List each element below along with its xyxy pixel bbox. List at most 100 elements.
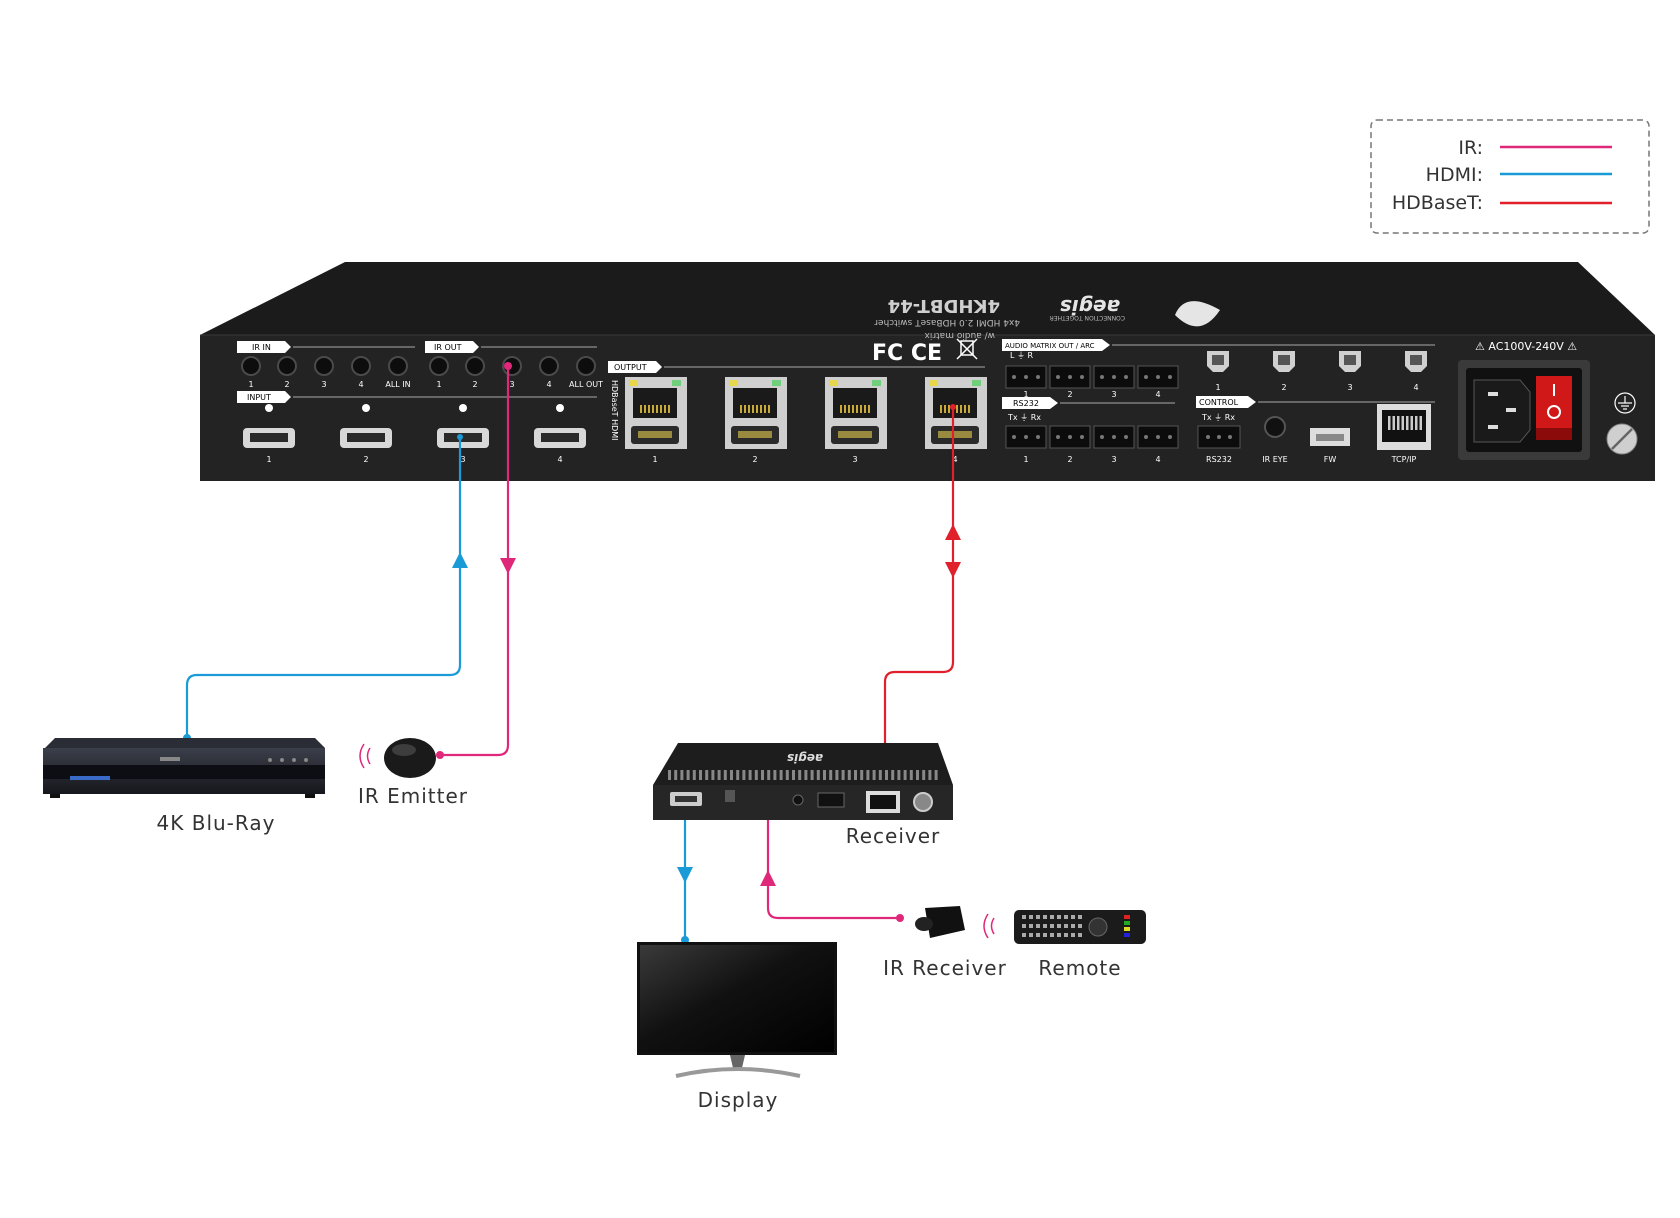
remote-button [1050,933,1054,937]
audio-port-label: 4 [1155,390,1160,399]
display-tv: Display [637,942,837,1112]
output-hdbaset-port[interactable] [633,388,677,418]
optical-port-label: 4 [1413,383,1418,392]
ir-out-port-label: ALL OUT [569,380,603,389]
rs232-label: RS232 [1013,399,1039,408]
remote-button [1078,915,1082,919]
receiver-brand: aegis [787,751,823,765]
remote-button [1022,915,1026,919]
weee-icon [956,338,978,360]
input-label: INPUT [247,393,271,402]
output-port-label: 3 [852,455,857,464]
rs232-txrx-label: Tx ⏚ Rx [1007,413,1041,422]
receiver-body [653,785,953,820]
input-indicator-dot [362,404,370,412]
ir-out-jack[interactable] [429,356,449,376]
hdmi-cable-bluray [185,437,462,738]
ir-emitter: IR Emitter [358,738,467,808]
power-group: ⚠ AC100V-240V ⚠ [1458,340,1638,460]
matrix-subtitle-1: 4x4 HDMI 2.0 HDBaseT switcher [874,317,1020,327]
legend: IR: HDMI: HDBaseT: [1370,119,1650,234]
ir-in-port-label: ALL IN [385,380,410,389]
legend-label-hdmi: HDMI: [1426,164,1483,186]
matrix-tagline: CONNECTION TOGETHER [1050,314,1125,321]
hdbaset-cable-receiver [883,407,955,805]
audio-port-label: 3 [1111,390,1116,399]
rs232-port-label: 1 [1023,455,1028,464]
ir-in-jack[interactable] [388,356,408,376]
display-label: Display [698,1088,779,1112]
matrix-branding: 4KHDBT-44 4x4 HDMI 2.0 HDBaseT switcher … [874,295,1220,340]
ir-out-label: IR OUT [434,343,462,352]
remote-button [1029,933,1033,937]
optical-port-label: 2 [1281,383,1286,392]
remote-control: Remote [1014,910,1146,980]
ir-receiver: IR Receiver [883,906,1007,980]
aegis-logo-icon [1175,301,1220,327]
ir-in-jack[interactable] [314,356,334,376]
remote-button [1071,933,1075,937]
remote-button [1022,933,1026,937]
display-screen [640,945,834,1052]
ir-emitter-body [384,738,436,778]
output-label: OUTPUT [614,363,647,372]
output-hdbaset-port[interactable] [933,388,977,418]
ir-emitter-signal-icon [359,743,371,769]
optical-port-label: 1 [1215,383,1220,392]
matrix-switcher: 4KHDBT-44 4x4 HDMI 2.0 HDBaseT switcher … [200,262,1655,481]
ir-in-port-label: 1 [248,380,253,389]
input-port-label: 4 [557,455,562,464]
audio-port-label: 2 [1067,390,1072,399]
ir-out-jack[interactable] [465,356,485,376]
ir-cable-emitter [440,366,510,757]
remote-button [1057,933,1061,937]
remote-button [1043,933,1047,937]
power-voltage-label: ⚠ AC100V-240V ⚠ [1475,340,1577,353]
power-inlet-socket[interactable] [1473,379,1531,443]
remote-button [1029,924,1033,928]
ir-receiver-label: IR Receiver [883,956,1007,980]
output-port-label: 1 [652,455,657,464]
ir-out-jack[interactable] [539,356,559,376]
remote-button [1057,924,1061,928]
output-hdbaset-port[interactable] [733,388,777,418]
receiver-label: Receiver [846,824,941,848]
remote-button [1043,915,1047,919]
ir-in-port-label: 4 [358,380,363,389]
legend-label-hdbaset: HDBaseT: [1392,192,1483,214]
ir-out-port-label: 4 [546,380,551,389]
input-port-label: 1 [266,455,271,464]
ir-in-jack[interactable] [241,356,261,376]
rs232-port-label: 4 [1155,455,1160,464]
audio-lr-label: L ⏚ R [1010,351,1034,360]
control-port-label: IR EYE [1262,455,1287,464]
remote-button [1036,933,1040,937]
remote-button [1043,924,1047,928]
ir-in-jack[interactable] [351,356,371,376]
output-hdbaset-port[interactable] [833,388,877,418]
audio-port-label: 1 [1023,390,1028,399]
remote-button [1064,933,1068,937]
control-port-label: FW [1324,455,1337,464]
legend-border [1370,119,1650,234]
control-port-label: RS232 [1206,455,1232,464]
matrix-top-panel [200,262,1655,335]
hdbaset-receiver: aegis Receiver [653,743,953,848]
remote-button [1071,924,1075,928]
ir-eye-port[interactable] [1264,416,1286,438]
remote-button [1064,915,1068,919]
remote-button [1078,933,1082,937]
ir-out-port-label: 2 [472,380,477,389]
ir-out-jack[interactable] [576,356,596,376]
ir-in-port-label: 2 [284,380,289,389]
output-side-label: HDBaseT HDMI [610,380,619,441]
ir-in-jack[interactable] [277,356,297,376]
remote-button [1022,924,1026,928]
bluray-label: 4K Blu-Ray [157,811,276,835]
ir-in-port-label: 3 [321,380,326,389]
display-stand [675,1067,801,1078]
